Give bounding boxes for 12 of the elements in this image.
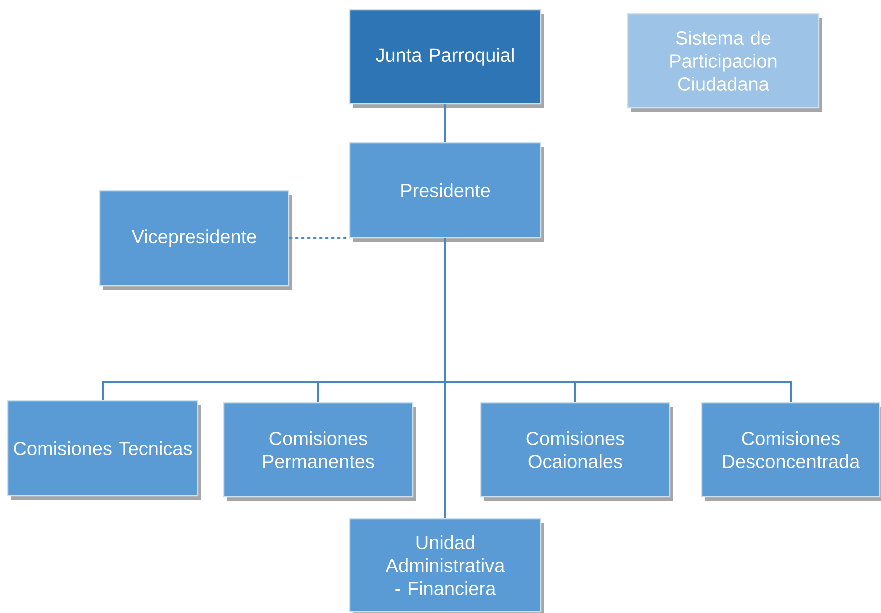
org-box: Comisiones Tecnicas bbox=[7, 400, 201, 500]
org-box: Comisiones Ocaionales bbox=[480, 402, 673, 501]
org-box: Sistema de Participacion Ciudadana bbox=[627, 13, 822, 112]
org-box: Presidente bbox=[349, 142, 544, 242]
org-box: Unidad Administrativa - Financiera bbox=[349, 518, 544, 613]
org-box: Comisiones Desconcentrada bbox=[701, 402, 881, 501]
connector-line bbox=[290, 238, 350, 240]
org-box: Vicepresidente bbox=[99, 190, 292, 290]
org-box: Comisiones Permanentes bbox=[223, 402, 416, 501]
connector-line bbox=[444, 104, 446, 142]
org-box: Junta Parroquial bbox=[349, 9, 544, 108]
connector-line bbox=[444, 238, 446, 518]
